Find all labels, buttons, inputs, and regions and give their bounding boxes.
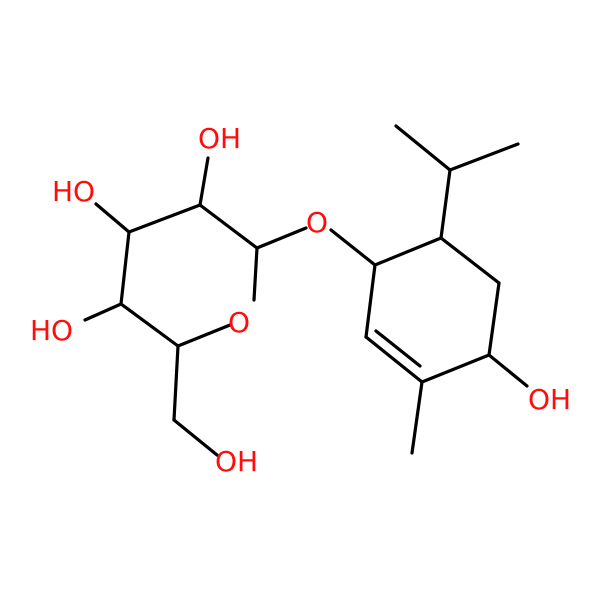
ring-oxygen-label: O	[228, 306, 250, 339]
bond-o5-c5	[176, 323, 232, 348]
bond-oglyc-c1p	[329, 228, 377, 267]
bond-c3-c2	[127, 203, 202, 234]
bond-c6-oh	[172, 418, 219, 457]
bond-ipr-me2	[448, 142, 520, 172]
bond-c6p-c1p	[364, 263, 377, 339]
oh-top-label: OH	[198, 122, 241, 155]
bond-c2p-iprc	[439, 168, 452, 240]
bond-c3-oh	[94, 202, 131, 234]
bond-c2-oh	[198, 156, 210, 207]
oh-right-label: OH	[528, 383, 571, 416]
atom-labels: OH HO HO O O OH OH	[30, 122, 571, 478]
ho-left-upper-label: HO	[52, 175, 95, 208]
bond-c2-c1	[198, 203, 259, 250]
bond-c1-oglyc	[255, 226, 308, 250]
bond-c5p-methyl	[410, 380, 424, 455]
bond-c4-c3	[119, 230, 131, 306]
bond-c5-c4	[119, 302, 180, 348]
bond-c5-c6	[172, 344, 180, 422]
bonds	[83, 124, 529, 457]
bond-c4p-oh	[487, 353, 529, 388]
bond-c2p-c3p	[439, 236, 501, 285]
oh-bottom-label: OH	[215, 445, 258, 478]
bond-c4-oh	[83, 302, 123, 322]
bond-c4p-c5p	[420, 353, 491, 384]
bond-c1-o5	[252, 246, 259, 302]
bond-c5p-c6p	[364, 335, 424, 384]
bond-c5p-c6p-double	[374, 329, 422, 368]
bond-c1p-c2p	[373, 236, 443, 267]
bond-ipr-me1	[394, 124, 452, 172]
glycosidic-oxygen-label: O	[306, 206, 328, 239]
ho-left-lower-label: HO	[30, 314, 73, 347]
bond-c3p-c4p	[487, 281, 501, 357]
